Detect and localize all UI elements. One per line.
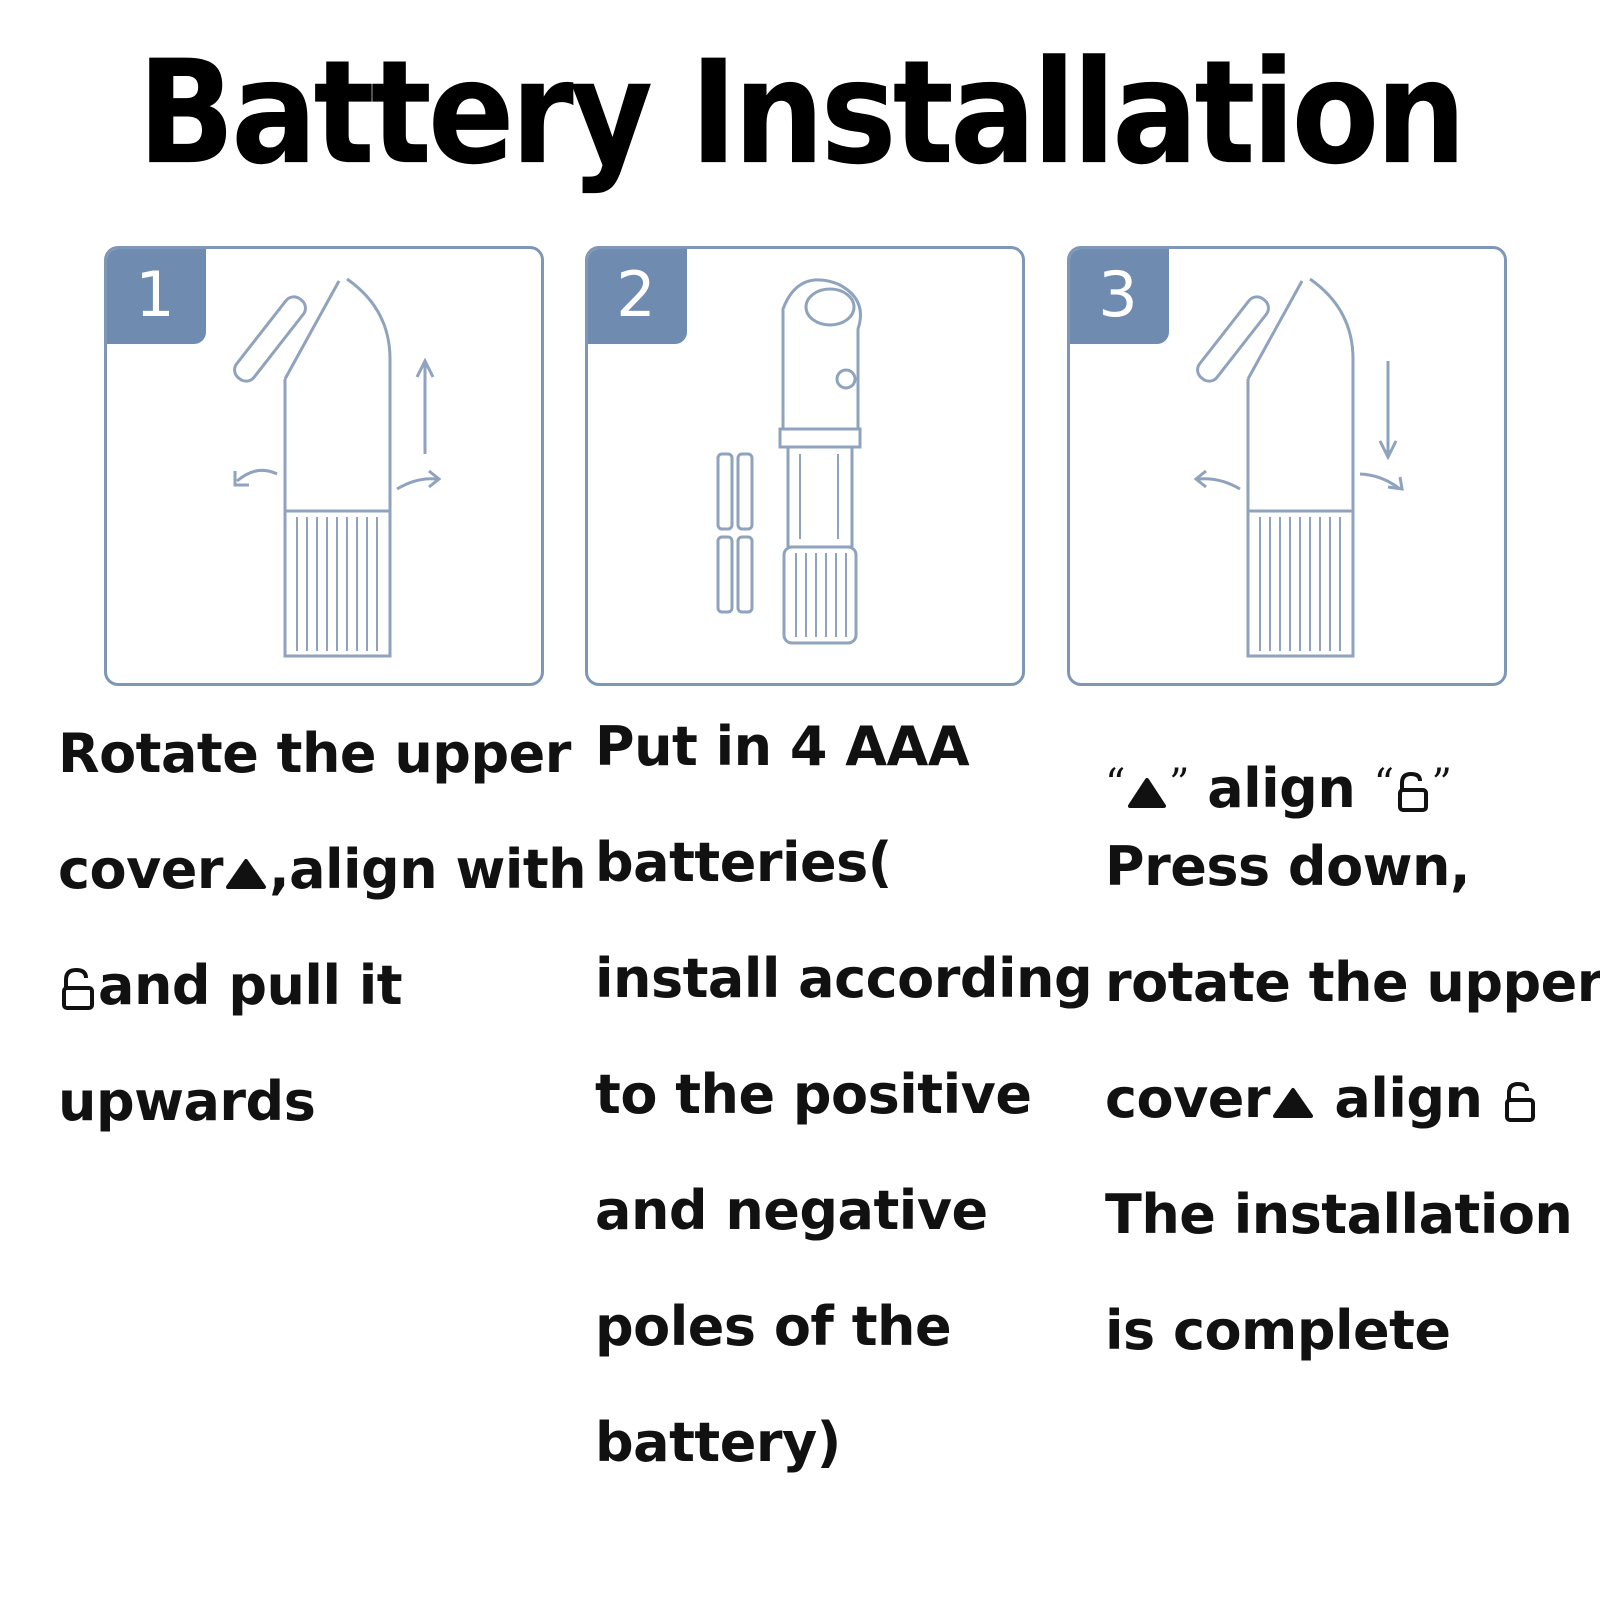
step-2-line-6: poles of the: [595, 1295, 952, 1358]
unlock-icon: [62, 968, 94, 1011]
unlock-icon: [1397, 772, 1428, 813]
step-3-align-text-2: align: [1334, 1067, 1483, 1130]
step-1-line-1: Rotate the upper: [58, 722, 571, 785]
open-quote: “: [1105, 761, 1125, 807]
close-quote: ”: [1431, 761, 1452, 807]
unlock-icon: [1504, 1082, 1535, 1123]
step-1-align-text: ,align with: [269, 838, 587, 901]
step-3-illustration: 3: [1067, 246, 1507, 686]
step-2-line-7: battery): [595, 1411, 841, 1474]
trimmer-pull-up-drawing: [233, 277, 442, 658]
step-2-line-4: to the positive: [595, 1063, 1032, 1126]
open-quote: “: [1373, 761, 1394, 807]
triangle-icon: [1127, 778, 1166, 809]
step-3-line-1: “ ” align “ ”: [1105, 752, 1452, 821]
step-3-line-6: is complete: [1105, 1299, 1451, 1362]
step-3-badge: 3: [1070, 249, 1169, 344]
step-1-line-3: and pull it: [58, 954, 403, 1018]
step-1-illustration: 1: [104, 246, 544, 686]
step-3-line-5: The installation: [1105, 1183, 1573, 1246]
step-2-illustration: 2: [585, 246, 1025, 686]
step-2-line-5: and negative: [595, 1179, 988, 1242]
step-3-line-4: cover align: [1105, 1067, 1539, 1131]
step-1-cover-text: cover: [58, 838, 224, 901]
step-2-line-2: batteries(: [595, 831, 892, 894]
step-3-line-2: Press down,: [1105, 835, 1471, 898]
step-1-badge: 1: [107, 249, 206, 344]
trimmer-press-down-drawing: [1193, 277, 1404, 658]
step-1-line-4: upwards: [58, 1070, 316, 1133]
step-3-cover-text: cover: [1105, 1067, 1271, 1130]
close-quote: ”: [1168, 761, 1189, 807]
step-1-line-2: cover ,align with: [58, 838, 587, 902]
step-3-align-text: align: [1207, 757, 1356, 820]
step-2-line-1: Put in 4 AAA: [595, 715, 970, 778]
step-3-line-3: rotate the upper: [1105, 951, 1600, 1014]
page-title: Battery Installation: [137, 30, 1467, 197]
step-2-line-3: install according: [595, 947, 1093, 1010]
triangle-icon: [226, 859, 267, 890]
triangle-icon: [1273, 1088, 1314, 1119]
step-2-badge: 2: [588, 249, 687, 344]
step-1-pull-text: and pull it: [98, 954, 403, 1017]
battery-insert-drawing: [716, 278, 862, 645]
